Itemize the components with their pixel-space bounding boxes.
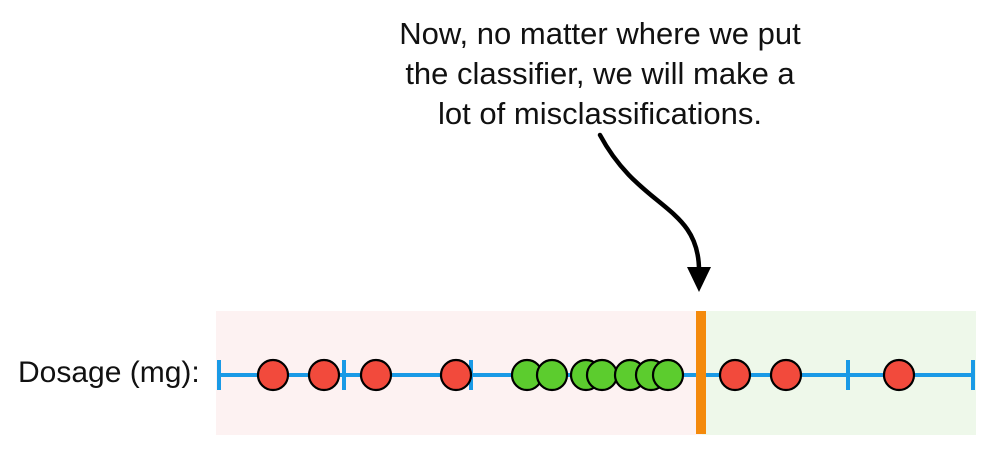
red-observation-point [439,358,473,392]
red-observation-point [769,358,803,392]
annotation-line-2: the classifier, we will make a [405,56,795,91]
pointer-arrowhead [687,267,711,292]
red-observation-point [718,358,752,392]
green-observation-point [535,358,569,392]
red-observation-point [882,358,916,392]
green-observation-point [651,358,685,392]
axis-label: Dosage (mg): [18,356,200,389]
red-observation-point [359,358,393,392]
annotation-line-3: lot of misclassifications. [438,96,762,131]
red-observation-point [307,358,341,392]
annotation-line-1: Now, no matter where we put [399,16,801,51]
pointer-arrow [597,132,702,275]
observation-points [256,358,916,392]
red-observation-point [256,358,290,392]
green-observation-point [585,358,619,392]
annotation-text: Now, no matter where we put the classifi… [330,14,870,134]
